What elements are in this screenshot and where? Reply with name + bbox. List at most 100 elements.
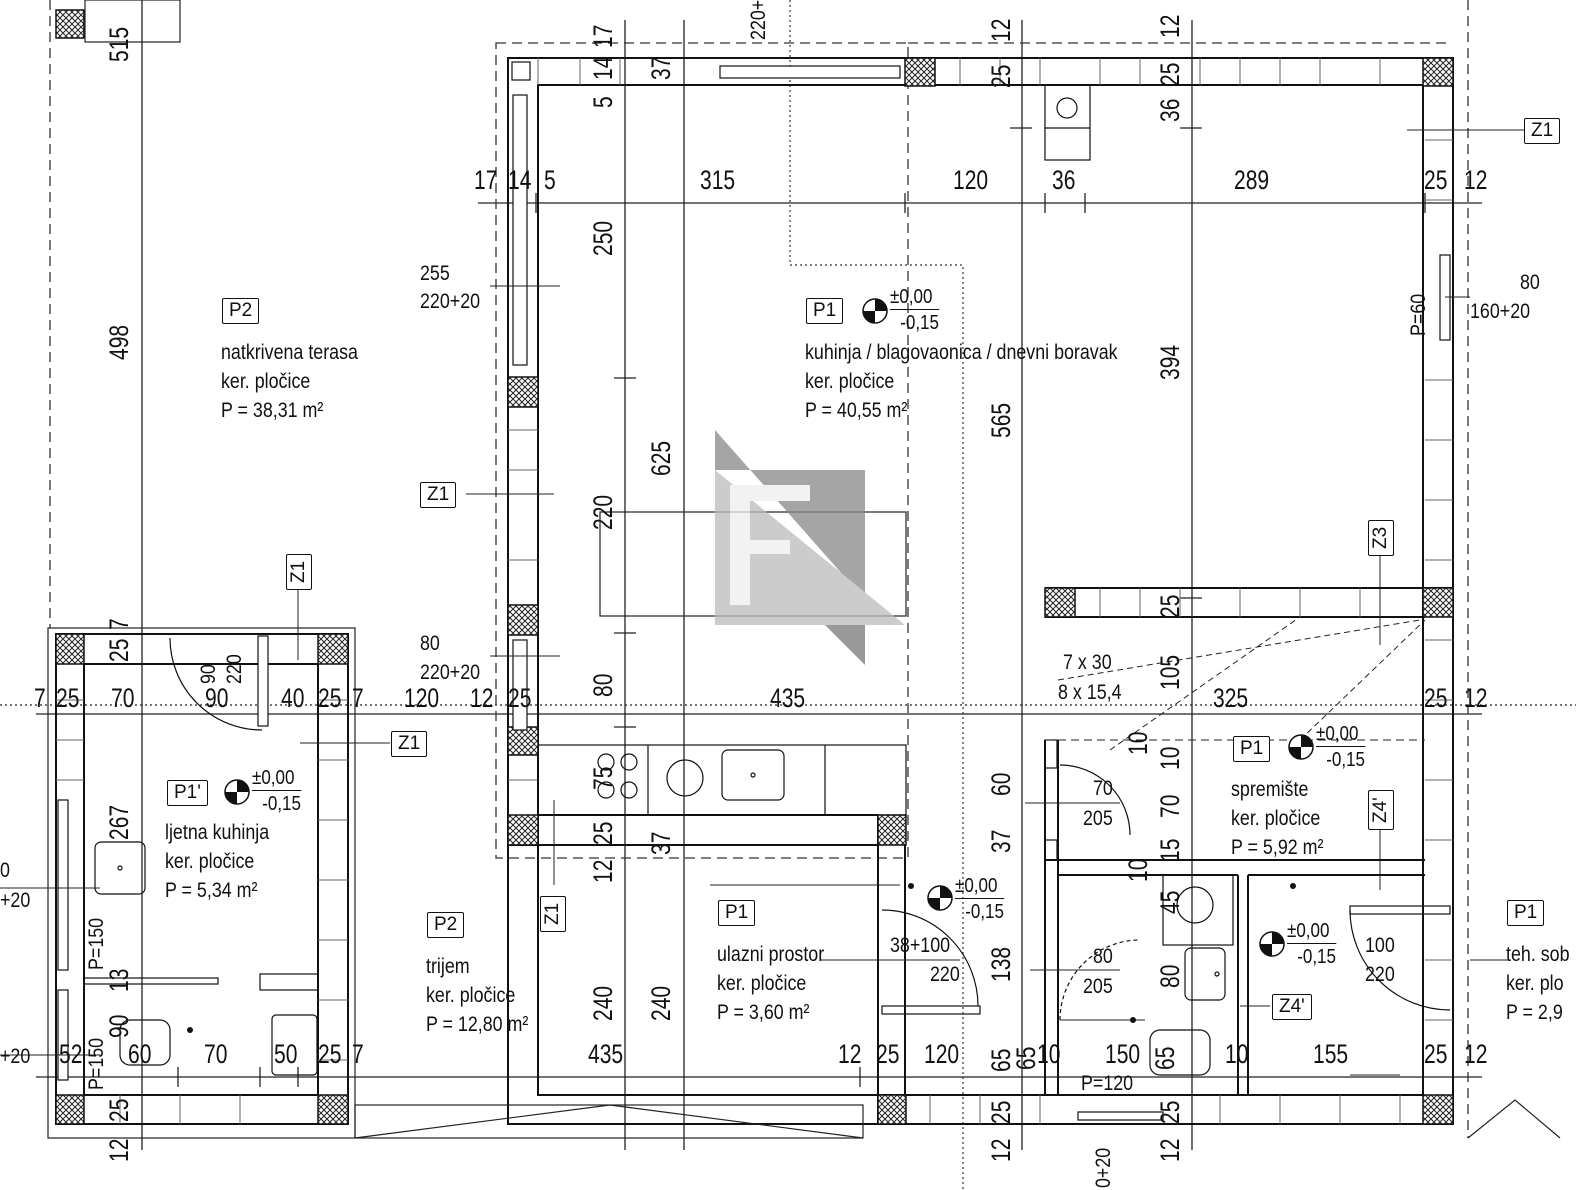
opening-label: 7 x 30 xyxy=(1063,651,1112,674)
dim-h: 10 xyxy=(1225,1039,1249,1069)
dim-h: 40 xyxy=(281,683,305,713)
wall-tag: Z3 xyxy=(1368,519,1394,556)
dim-h: 36 xyxy=(1052,165,1076,195)
dim-v: 105 xyxy=(1155,654,1185,690)
dim-v: 13 xyxy=(104,968,134,992)
dim-h: 12 xyxy=(1464,165,1488,195)
level-label: ±0,00-0,15 xyxy=(1287,920,1336,968)
wall-tag: Z1 xyxy=(1524,118,1561,144)
dim-h: 12 xyxy=(838,1039,862,1069)
room-floor: ker. pločice xyxy=(221,370,311,393)
room-area: P = 2,9 xyxy=(1506,1001,1563,1024)
roof-outline xyxy=(49,0,1469,1138)
dimension-lines xyxy=(0,0,1576,1150)
dim-h: 25 xyxy=(876,1039,900,1069)
level-label: ±0,00-0,15 xyxy=(1316,723,1365,771)
dim-h: 325 xyxy=(1213,683,1249,713)
dim-h: 289 xyxy=(1234,165,1270,195)
dim-v: 220 xyxy=(588,494,618,530)
opening-label: 100 xyxy=(1365,934,1395,957)
dim-v: 10 xyxy=(1123,858,1153,882)
opening-label: 80 xyxy=(1520,271,1540,294)
dim-v: 12 xyxy=(1155,14,1185,38)
dim-h: 25 xyxy=(508,683,532,713)
dim-v: 10 xyxy=(1123,731,1153,755)
opening-label: 38+100 xyxy=(890,934,951,957)
opening-label: 255 xyxy=(420,262,450,285)
dim-v: 25 xyxy=(1155,62,1185,86)
watermark-logo xyxy=(715,430,905,665)
dim-h: 25 xyxy=(318,1039,342,1069)
room-name: kuhinja / blagovaonica / dnevni boravak xyxy=(805,341,1118,364)
wall-tag: Z1 xyxy=(420,482,457,508)
room-floor: ker. pločice xyxy=(1231,807,1321,830)
room-area: P = 5,92 m² xyxy=(1231,836,1324,859)
dim-h: 7 xyxy=(352,1039,364,1069)
leader-lines xyxy=(0,129,1524,1076)
wall-tag: Z4' xyxy=(1368,790,1394,830)
dim-h: 50 xyxy=(274,1039,298,1069)
dim-v: 12 xyxy=(986,1138,1016,1162)
wall-tag: Z1 xyxy=(540,895,566,932)
room-name: ulazni prostor xyxy=(717,943,825,966)
level-markers xyxy=(224,298,1314,957)
dim-v: 240 xyxy=(588,985,618,1021)
dim-h: 150 xyxy=(1105,1039,1141,1069)
dim-h: 17 xyxy=(474,165,498,195)
room-name: trijem xyxy=(426,955,470,978)
opening-label: 220+20 xyxy=(420,661,481,684)
room-tag: P1 xyxy=(806,298,844,324)
dim-v: 12 xyxy=(104,1138,134,1162)
opening-label: 220 xyxy=(1365,963,1395,986)
dim-v: 36 xyxy=(1155,98,1185,122)
room-terasa: natkrivena terasa ker. pločice P = 38,31… xyxy=(221,338,382,425)
dim-h: 12 xyxy=(470,683,494,713)
dim-v: 12 xyxy=(1155,1138,1185,1162)
room-tag: P1 xyxy=(1507,900,1545,926)
dim-v: 15 xyxy=(1155,838,1185,862)
dim-h: 14 xyxy=(508,165,532,195)
room-floor: ker. pločice xyxy=(165,850,255,873)
wall-tag: Z4' xyxy=(1272,994,1312,1020)
dim-h: 52 xyxy=(59,1039,83,1069)
dim-v: 250 xyxy=(588,220,618,256)
dim-v: 625 xyxy=(646,440,676,476)
wall-tag: Z1 xyxy=(286,553,312,590)
kitchen-counter xyxy=(537,84,1091,816)
dim-h: 25 xyxy=(1424,683,1448,713)
room-floor: ker. plo xyxy=(1506,972,1564,995)
room-ljetna-kuhinja: ljetna kuhinja ker. pločice P = 5,34 m² xyxy=(165,818,288,905)
dim-h: 120 xyxy=(404,683,440,713)
dim-h: 25 xyxy=(56,683,80,713)
dim-v: 25 xyxy=(104,1098,134,1122)
dim-h: 435 xyxy=(588,1039,624,1069)
columns xyxy=(55,9,1454,1125)
dim-h: 12 xyxy=(1464,1039,1488,1069)
dim-v: 80 xyxy=(1155,964,1185,988)
dim-v: 25 xyxy=(986,64,1016,88)
dim-v: 5 xyxy=(588,96,618,108)
dim-v: 10 xyxy=(1155,746,1185,770)
room-area: P = 3,60 m² xyxy=(717,1001,810,1024)
dim-v: 25 xyxy=(588,821,618,845)
opening-label: 8 x 15,4 xyxy=(1058,681,1122,704)
room-area: P = 38,31 m² xyxy=(221,399,324,422)
room-name: natkrivena terasa xyxy=(221,341,358,364)
dim-v: 7 xyxy=(104,618,134,630)
dim-v: 138 xyxy=(986,946,1016,982)
room-name: teh. sob xyxy=(1506,943,1570,966)
opening-label: 80 xyxy=(420,632,440,655)
dim-v: 70 xyxy=(1155,794,1185,818)
dim-h: 10 xyxy=(1037,1039,1061,1069)
room-teh-soba: teh. sob ker. plo P = 2,9 xyxy=(1506,940,1576,1027)
dim-h: 155 xyxy=(1313,1039,1349,1069)
dim-h: 90 xyxy=(205,683,229,713)
opening-label: P=120 xyxy=(1081,1072,1134,1095)
wall-texture xyxy=(56,58,1453,1124)
dim-v: 37 xyxy=(646,56,676,80)
room-tag: P2 xyxy=(427,912,465,938)
dim-v: 60 xyxy=(986,772,1016,796)
room-tag: P2 xyxy=(222,298,260,324)
room-floor: ker. pločice xyxy=(805,370,895,393)
dim-v: 45 xyxy=(1155,890,1185,914)
